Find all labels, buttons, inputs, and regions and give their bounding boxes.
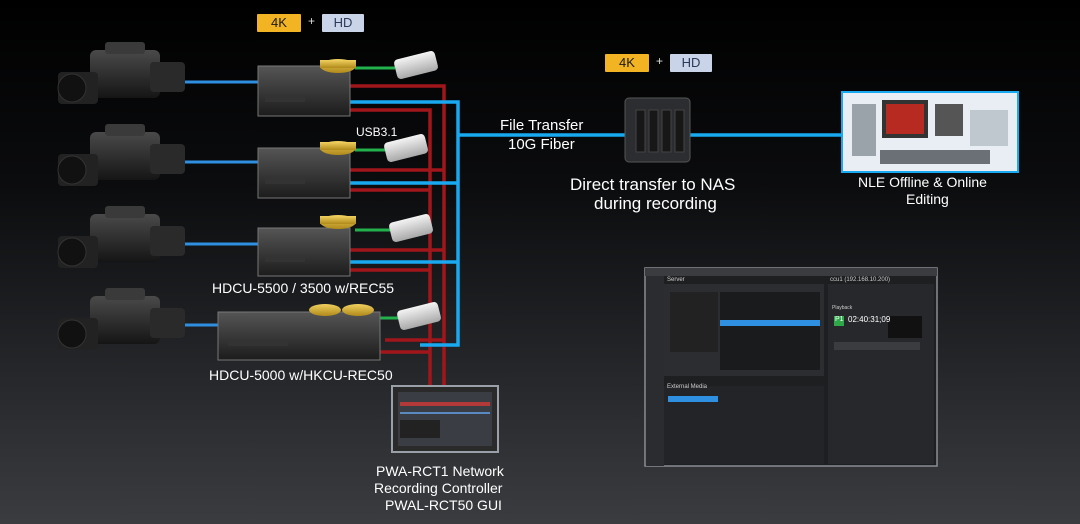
usb-drive-1: [394, 51, 438, 79]
camera-4: [57, 288, 185, 350]
pwa-caption-line-2: Recording Controller: [374, 480, 503, 496]
nas-caption-line-2: during recording: [594, 194, 717, 213]
ccu-unit-4: [217, 304, 381, 361]
fiber-label: 10G Fiber: [508, 136, 575, 153]
badge-hd-nas: HD: [670, 54, 712, 72]
controller-pc: [391, 385, 499, 453]
usb-links: [355, 66, 398, 320]
usb-label: USB3.1: [356, 125, 398, 139]
pwa-caption-line-3: PWAL-RCT50 GUI: [385, 497, 502, 513]
nas-caption-line-1: Direct transfer to NAS: [570, 175, 736, 194]
usb-drive-4: [397, 302, 441, 330]
gui-server-title: Server: [667, 277, 685, 283]
nle-caption-line-2: Editing: [906, 191, 949, 207]
badge-plus-nas: +: [656, 54, 664, 68]
badge-hd-top: HD: [322, 14, 364, 32]
camera-2: [57, 124, 185, 186]
gui-p1-badge: P1: [835, 316, 844, 323]
camera-3: [57, 206, 185, 268]
gui-external-media: External Media: [667, 384, 708, 390]
ccu-unit-3: [257, 215, 356, 277]
pwa-caption-line-1: PWA-RCT1 Network: [376, 463, 504, 479]
hdcu5000-label: HDCU-5000 w/HKCU-REC50: [209, 367, 393, 383]
gui-right-title: ccu1 (192.168.10.200): [830, 277, 891, 283]
file-transfer-label: File Transfer: [500, 117, 584, 134]
camera-links: [175, 80, 258, 327]
usb-drive-2: [384, 134, 428, 162]
nle-editing-image: [841, 91, 1019, 173]
rct-gui-screenshot: [644, 267, 938, 467]
nas-device: [624, 97, 691, 163]
fiber-lines: [330, 100, 842, 347]
gui-timecode: 02:40:31;09: [848, 315, 891, 324]
usb-drive-3: [389, 214, 433, 242]
nle-caption-line-1: NLE Offline & Online: [858, 174, 987, 190]
ccu-unit-1: [257, 59, 356, 117]
badge-4k-nas: 4K: [605, 54, 649, 72]
badge-4k-top: 4K: [257, 14, 301, 32]
camera-1: [57, 42, 185, 104]
ccu-unit-2: [257, 141, 356, 199]
badge-plus-top: +: [308, 14, 316, 28]
gui-playback-label: Playback: [832, 305, 853, 311]
hdcu5500-label: HDCU-5500 / 3500 w/REC55: [212, 280, 395, 296]
